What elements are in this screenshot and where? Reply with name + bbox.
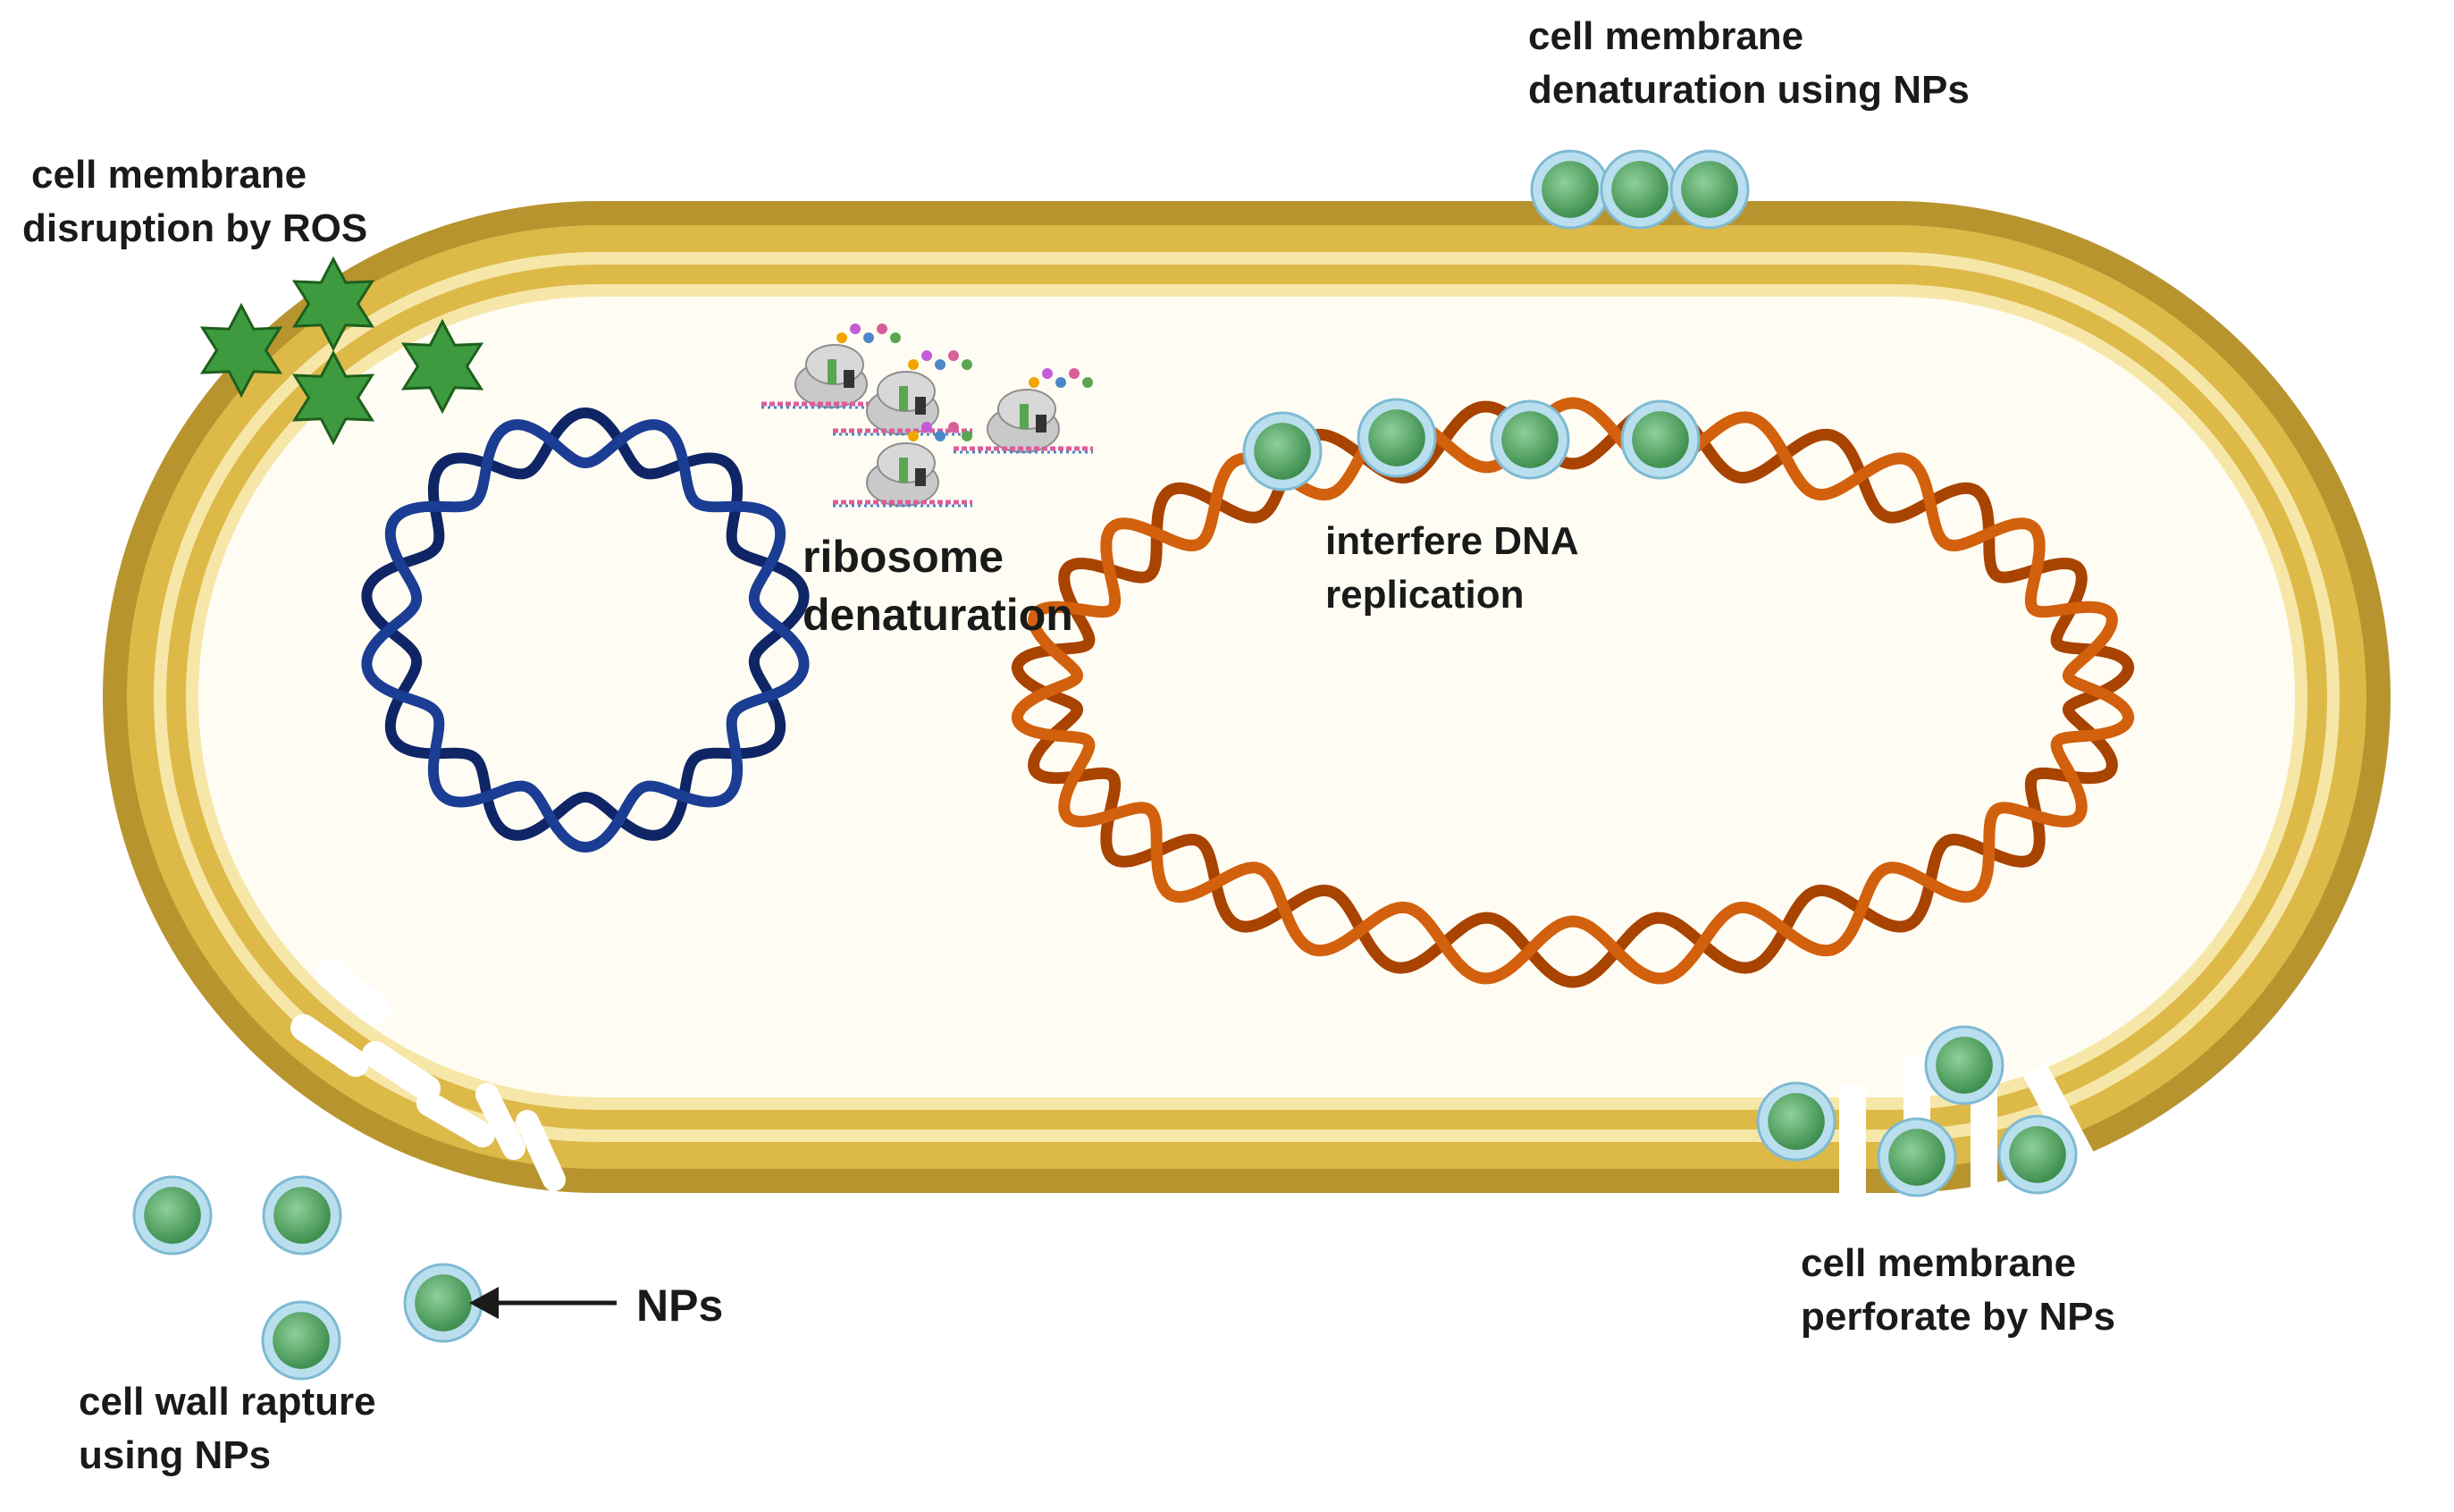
label-ros-line2: disruption by ROS: [22, 206, 367, 250]
label-ribosome-line2: denaturation: [803, 590, 1073, 640]
label-membrane-denaturation-line1: cell membrane: [1528, 14, 1803, 58]
label-dna-line2: replication: [1325, 573, 1525, 617]
nanoparticle-icon: [261, 1300, 341, 1381]
nanoparticle-icon: [1924, 1025, 2004, 1105]
labels: cell membrane disruption by ROS cell mem…: [22, 14, 2115, 1477]
ros-star-icon: [199, 302, 283, 399]
nanoparticle-icon: [1242, 411, 1323, 491]
label-perforate-line2: perforate by NPs: [1801, 1295, 2115, 1339]
ros-stars: [199, 256, 484, 446]
nanoparticle-icon: [403, 1263, 483, 1343]
ribosome-icon: [833, 422, 972, 508]
ros-star-icon: [291, 256, 375, 352]
nanoparticle-icon: [1490, 399, 1570, 480]
nanoparticle-icon: [1997, 1114, 2078, 1195]
ros-star-icon: [291, 349, 375, 446]
label-dna-line1: interfere DNA: [1325, 519, 1579, 563]
nanoparticle-icon: [1530, 149, 1610, 230]
chromosomal-dna: [1011, 397, 2135, 988]
chromosome-strand-front: [1011, 397, 2135, 985]
plasmid-dna: [361, 407, 810, 853]
nanoparticle-icon: [1669, 149, 1750, 230]
label-membrane-denaturation-line2: denaturation using NPs: [1528, 68, 1970, 112]
label-wall-rupture-line1: cell wall rapture: [79, 1380, 376, 1424]
label-ros-line1: cell membrane: [31, 153, 307, 197]
nanoparticle-icon: [262, 1175, 342, 1256]
nanoparticle-icon: [1620, 399, 1701, 480]
nanoparticle-icon: [132, 1175, 213, 1256]
ribosome-icon: [954, 368, 1093, 454]
ros-star-icon: [400, 318, 484, 415]
label-nps: NPs: [636, 1281, 723, 1331]
nanoparticle-icon: [1357, 398, 1437, 478]
cell-wall-rupture-breaks: [290, 959, 566, 1191]
plasmid-strand-front: [361, 419, 810, 853]
ribosome-icon: [761, 323, 901, 409]
cytoplasm: [198, 297, 2295, 1097]
ribosome-group: [761, 323, 1093, 508]
ribosome-icon: [833, 350, 972, 436]
arrow-icon: [469, 1287, 617, 1319]
nanoparticles: [132, 149, 2078, 1381]
label-ribosome-line1: ribosome: [803, 532, 1004, 582]
nanoparticle-icon: [1756, 1081, 1836, 1162]
label-perforate-line1: cell membrane: [1801, 1241, 2076, 1285]
nanoparticle-icon: [1600, 149, 1680, 230]
label-wall-rupture-line2: using NPs: [79, 1433, 271, 1477]
nanoparticle-icon: [1877, 1117, 1957, 1197]
